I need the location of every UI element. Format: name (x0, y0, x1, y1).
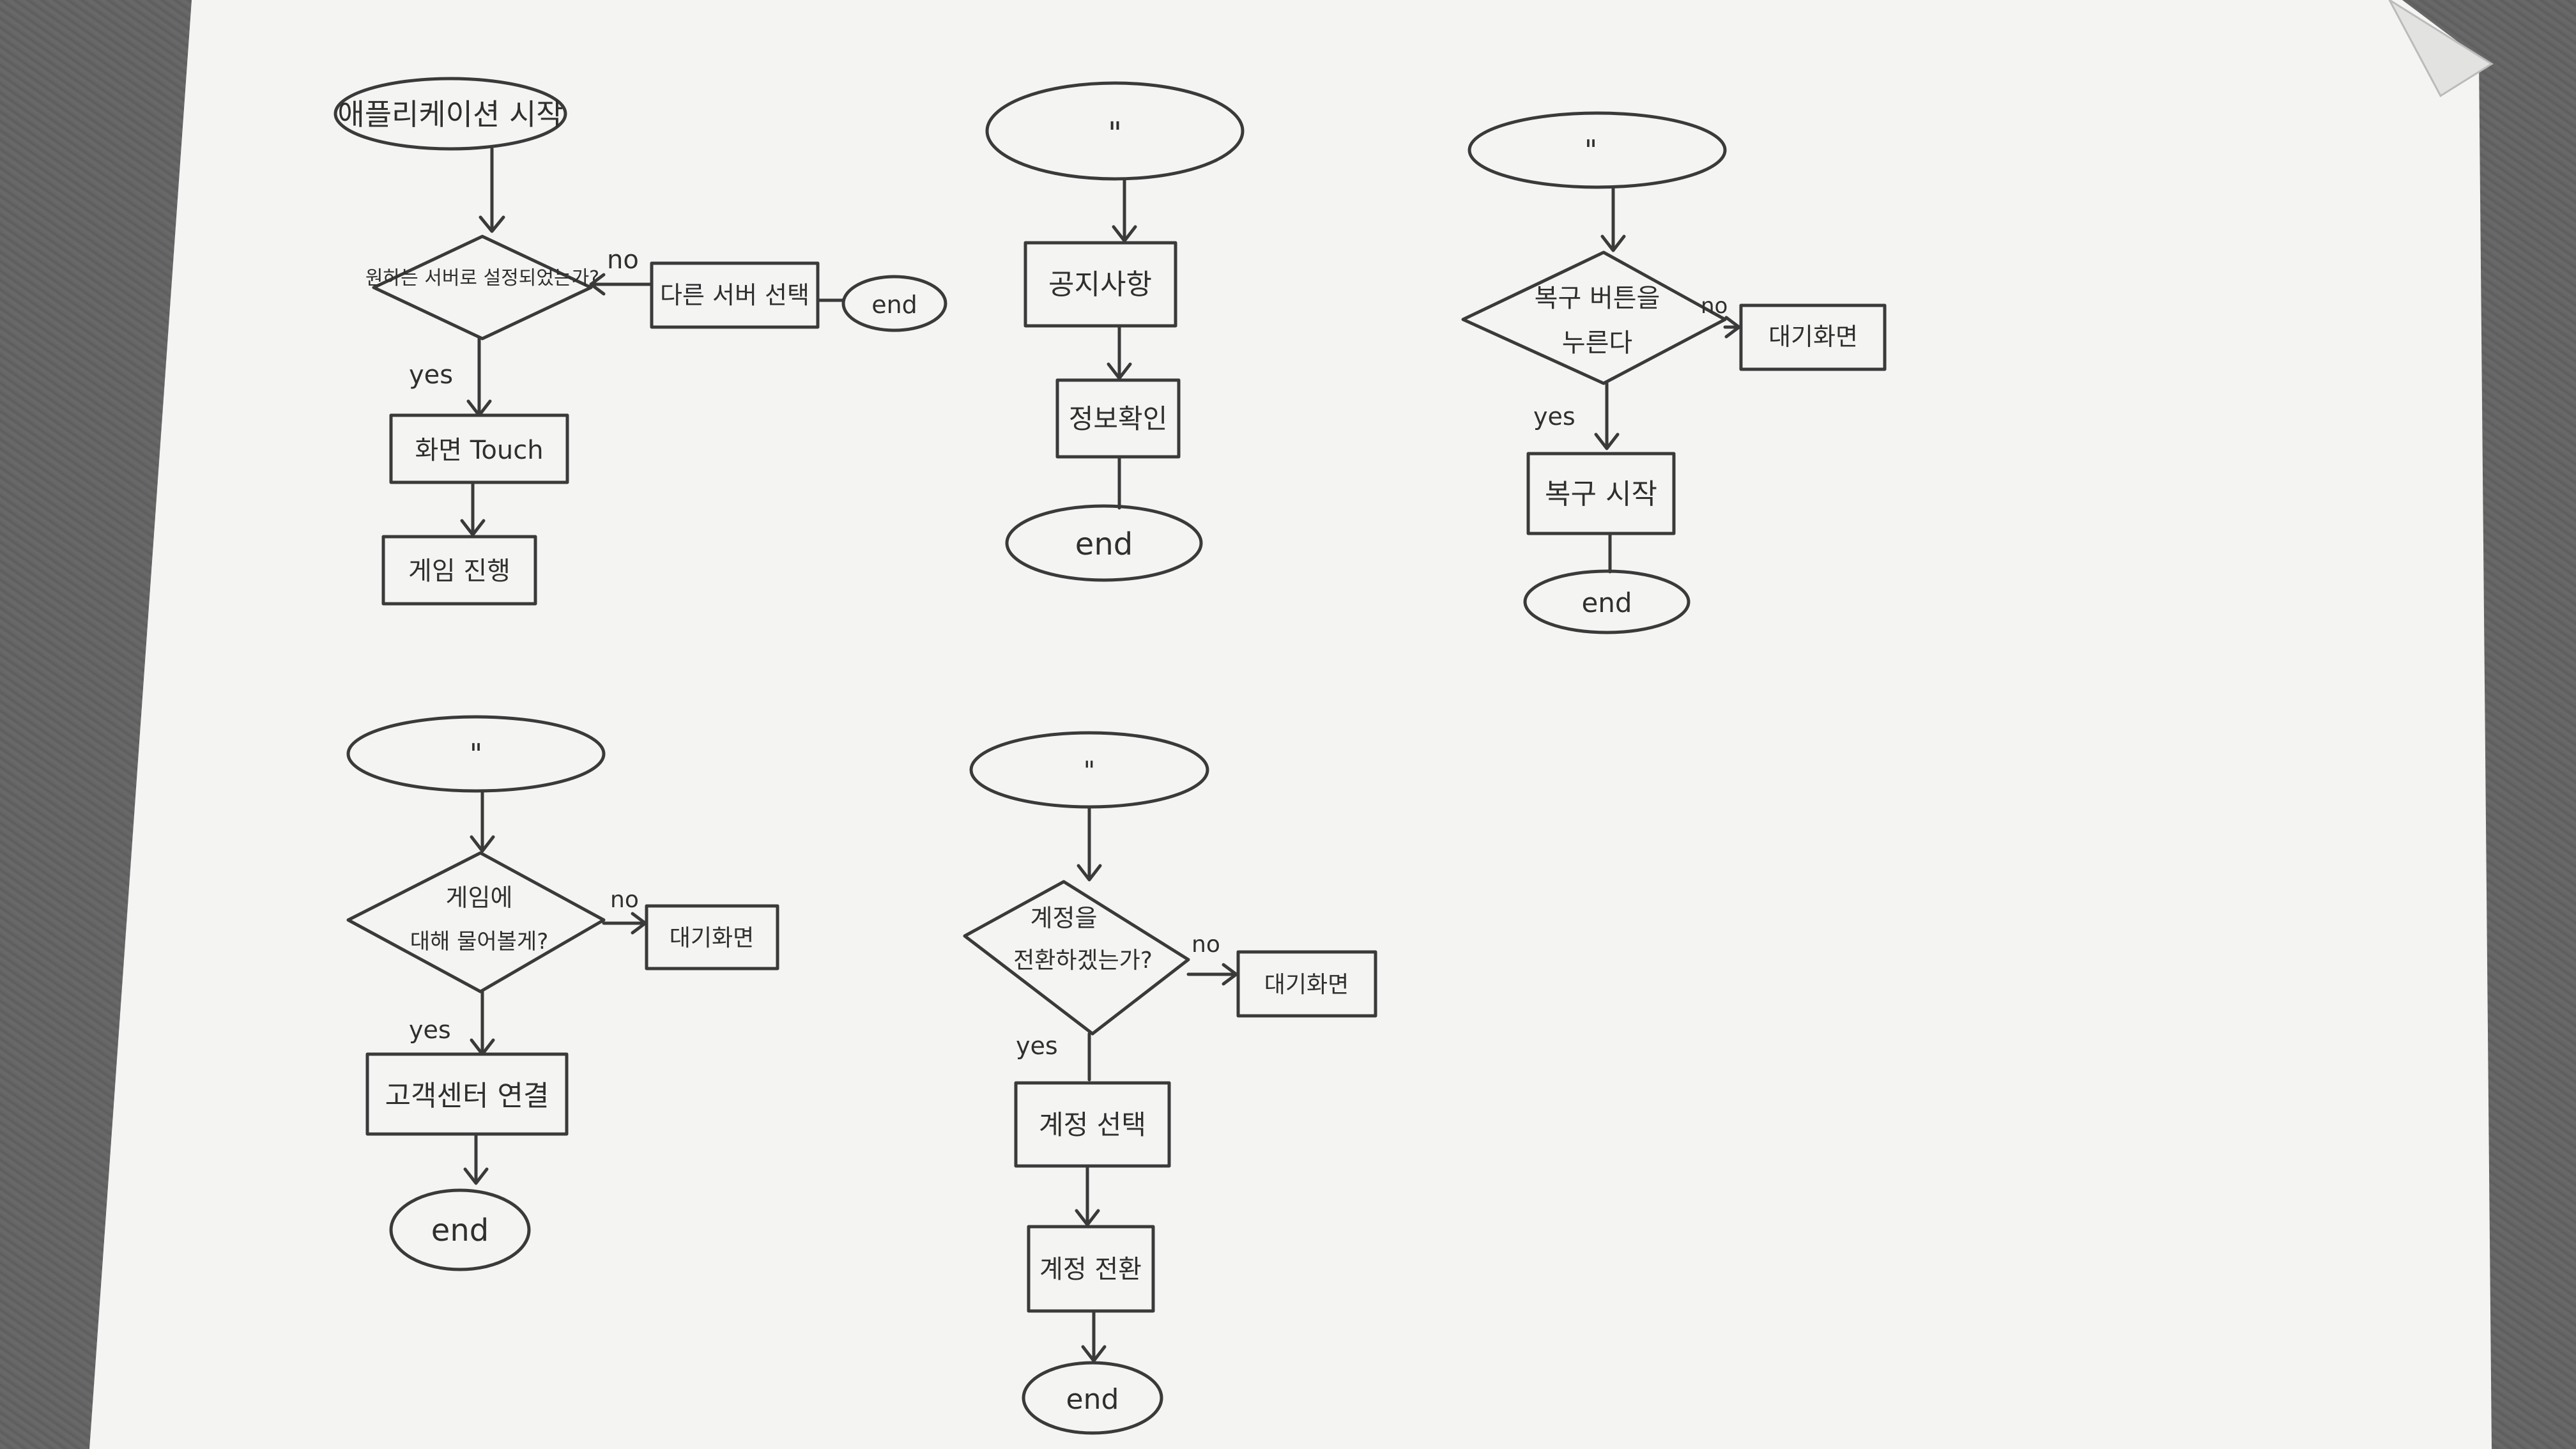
flow5-no-box-text: 대기화면 (1264, 972, 1349, 998)
flow5-start-text: " (1084, 756, 1095, 786)
flow3-no-box (1739, 303, 1887, 371)
flow1-no-arrowhead (589, 273, 606, 296)
flowchart-notice: " 공지사항 정보확인 end (985, 81, 1245, 582)
flow3-no-arrowhead (1724, 316, 1741, 339)
flow5-step2-text: 계정 전환 (1039, 1255, 1142, 1284)
flow5-end-text: end (1066, 1383, 1119, 1416)
flow3-yes-label: yes (1533, 402, 1575, 431)
flow2-arrowhead-2 (1107, 362, 1132, 380)
flow1-no-box-text: 다른 서버 선택 (660, 281, 809, 309)
flow1-start-terminal (334, 77, 567, 151)
flow2-end-terminal (1005, 504, 1203, 582)
flow4-no-box (645, 904, 779, 970)
flow5-decision-line1: 계정을 (1031, 904, 1098, 932)
flow4-arrowhead-2 (463, 1167, 489, 1185)
flow4-arrowhead-1 (470, 835, 495, 853)
flow2-arrowhead-1 (1112, 225, 1137, 243)
flow1-decision-text: 원하는 서버로 설정되었는가? (365, 267, 599, 289)
flow4-decision (346, 851, 606, 993)
flow5-no-box (1236, 950, 1377, 1018)
flow3-start-terminal (1468, 111, 1727, 189)
flow1-step1-text: 화면 Touch (415, 436, 543, 465)
flow5-decision-line2: 전환하겠는가? (1013, 947, 1153, 974)
flow4-end-text: end (431, 1213, 489, 1248)
flow5-arrowhead-3 (1081, 1345, 1107, 1363)
flow5-arrowhead-2 (1075, 1209, 1100, 1227)
flow3-decision (1461, 250, 1727, 385)
flow3-no-label: no (1701, 293, 1728, 319)
flow4-step1-text: 고객센터 연결 (385, 1080, 549, 1112)
flow3-start-text: " (1584, 134, 1597, 167)
flow4-step1-box (365, 1052, 569, 1136)
paper-surface (89, 0, 2492, 1449)
flow3-step1-text: 복구 시작 (1545, 478, 1657, 510)
flow5-step2-box (1027, 1225, 1155, 1313)
flowchart-account-switch: " 계정을 전환하겠는가? no 대기화면 yes 계정 선택 계정 전환 en… (963, 731, 1377, 1435)
flow1-no-label: no (607, 245, 639, 275)
flow5-step1-text: 계정 선택 (1039, 1109, 1146, 1140)
flow1-step2-box (381, 535, 537, 606)
flow2-step1-box (1023, 241, 1177, 328)
flow4-no-label: no (610, 887, 639, 913)
flow3-arrowhead-1 (1600, 234, 1626, 252)
flow3-end-text: end (1581, 587, 1632, 618)
flow1-arrowhead-1 (479, 215, 505, 233)
flow1-no-end-terminal (841, 275, 947, 332)
flow3-yes-arrowhead (1594, 433, 1620, 450)
flow1-start-text: 애플리케이션 시작 (337, 97, 563, 132)
flow1-step2-text: 게임 진행 (408, 556, 510, 586)
flow2-step2-text: 정보확인 (1069, 403, 1168, 434)
flowchart-restore: " 복구 버튼을 누른다 no 대기화면 yes 복구 시작 end (1461, 111, 1887, 634)
flow2-start-terminal (985, 81, 1245, 181)
flow5-yes-label: yes (1016, 1032, 1058, 1060)
flow4-decision-line1: 게임에 (446, 884, 513, 912)
flow5-decision (963, 880, 1190, 1036)
flow3-decision-line2: 누른다 (1562, 328, 1632, 358)
flowchart-app-start: 애플리케이션 시작 원하는 서버로 설정되었는가? no 다른 서버 선택 en… (334, 77, 947, 606)
flow3-end-terminal (1523, 569, 1690, 634)
flow1-decision (372, 234, 593, 341)
flow5-no-arrowhead (1222, 963, 1238, 986)
flow2-start-text: " (1108, 116, 1122, 151)
flowchart-support: " 게임에 대해 물어볼게? no 대기화면 yes 고객센터 연결 end (346, 715, 779, 1271)
flow4-no-box-text: 대기화면 (670, 925, 754, 951)
flow4-yes-label: yes (409, 1016, 451, 1044)
flow1-no-box (650, 261, 820, 329)
flow2-step1-text: 공지사항 (1048, 268, 1152, 301)
flow1-yes-label: yes (409, 360, 453, 390)
flow3-step1-box (1526, 452, 1676, 535)
flow5-end-terminal (1022, 1361, 1163, 1435)
flow4-end-terminal (389, 1188, 531, 1271)
flow4-start-text: " (470, 738, 482, 770)
flow3-no-box-text: 대기화면 (1768, 323, 1858, 351)
flow1-arrowhead-2 (460, 519, 486, 537)
flow1-no-end-text: end (871, 291, 917, 319)
flow3-decision-line1: 복구 버튼을 (1535, 284, 1660, 313)
flow1-step1-box (389, 413, 569, 484)
flow5-arrowhead-1 (1077, 864, 1102, 882)
flow5-step1-box (1014, 1081, 1171, 1168)
flow4-start-terminal (346, 715, 606, 793)
flow2-end-text: end (1075, 526, 1133, 562)
flow4-decision-line2: 대해 물어볼게? (410, 929, 549, 954)
flow5-no-label: no (1192, 931, 1220, 958)
paper-fold (2388, 0, 2494, 98)
